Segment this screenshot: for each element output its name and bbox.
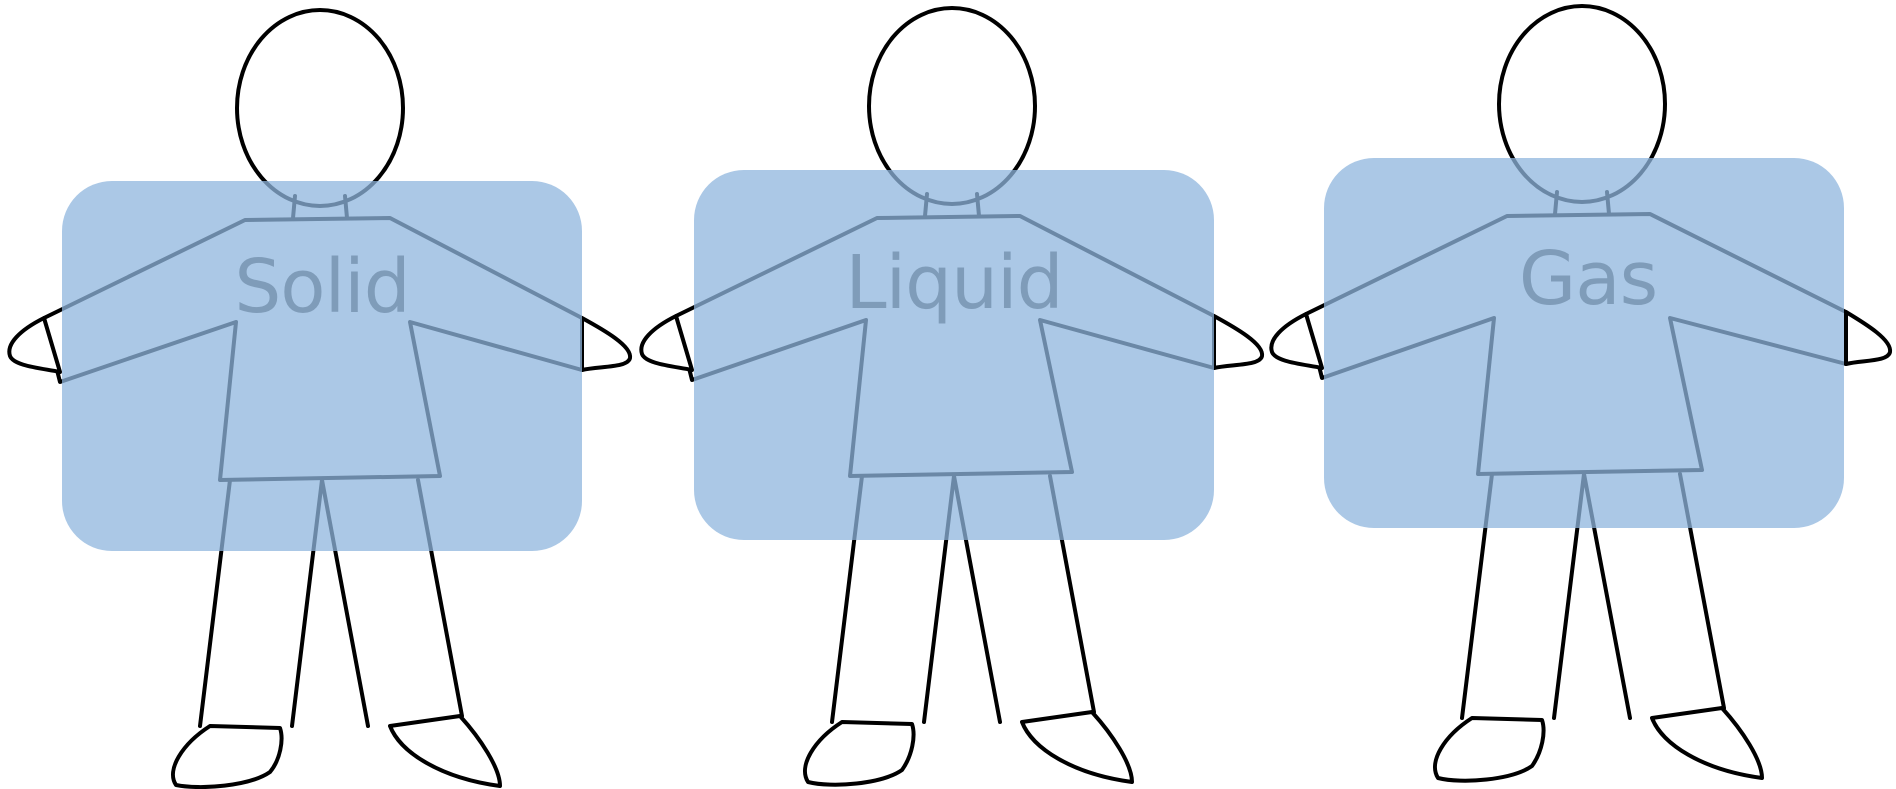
person-right-hand bbox=[1844, 310, 1892, 366]
person-head bbox=[235, 8, 405, 208]
label-gas: Gas bbox=[1519, 236, 1657, 322]
card-solid bbox=[62, 181, 582, 551]
person-left-hand bbox=[7, 316, 62, 374]
person-right-shoe bbox=[1020, 710, 1134, 784]
card-liquid bbox=[694, 170, 1214, 540]
label-liquid: Liquid bbox=[845, 240, 1062, 326]
figure-solid: Solid bbox=[7, 8, 632, 789]
person-left-hand bbox=[639, 314, 694, 372]
person-left-shoe bbox=[1433, 716, 1546, 783]
person-right-shoe bbox=[1650, 706, 1764, 780]
person-left-shoe bbox=[171, 724, 284, 789]
card-gas bbox=[1324, 158, 1844, 528]
person-right-hand bbox=[580, 316, 632, 372]
figure-liquid: Liquid bbox=[639, 6, 1264, 787]
person-right-hand bbox=[1212, 314, 1264, 370]
person-left-hand bbox=[1269, 312, 1324, 370]
label-solid: Solid bbox=[234, 244, 409, 330]
figure-gas: Gas bbox=[1269, 4, 1892, 783]
person-left-shoe bbox=[803, 720, 916, 787]
person-right-shoe bbox=[388, 714, 502, 788]
